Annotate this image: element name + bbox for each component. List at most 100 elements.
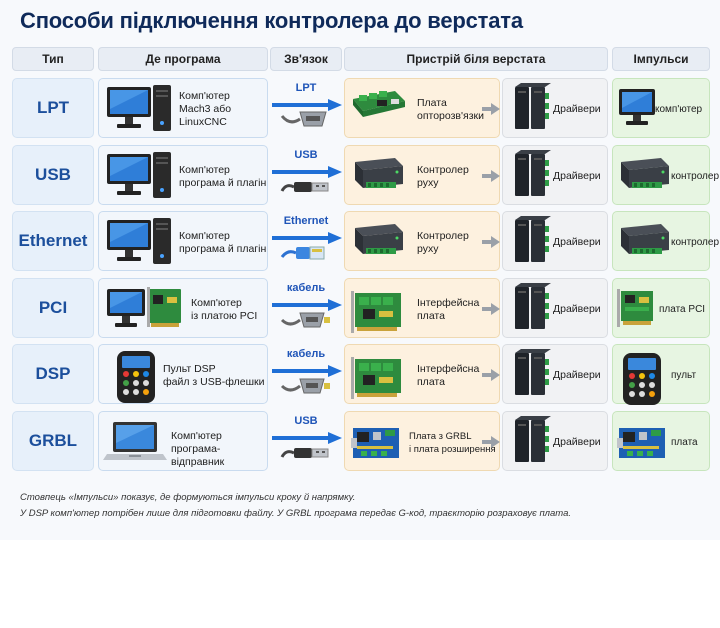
pulse-cell: пульт [612, 344, 710, 405]
driver-label: Драйвери [553, 236, 601, 248]
header-link: Зв'язок [270, 47, 342, 71]
next-arrow-icon [482, 169, 500, 182]
controller-box-icon [615, 152, 673, 201]
link-label: кабель [286, 281, 326, 294]
device-cell: Плата з GRBL і плата розширення [344, 410, 500, 471]
pc-pci-icon [105, 283, 185, 340]
program-label: Комп'ютер програма-відправник [171, 429, 225, 468]
driver-cell: Драйвери [502, 211, 608, 271]
device-label: Плата опторозв'язки [417, 97, 484, 122]
driver-icon [511, 83, 551, 140]
controller-box-icon [349, 218, 407, 267]
rj45-cable-icon [280, 241, 332, 268]
header-type: Тип [12, 47, 94, 71]
db-cable-icon [280, 308, 332, 337]
right-arrow-icon [272, 431, 342, 444]
link-cell: Ethernet [270, 211, 342, 271]
next-arrow-icon [482, 435, 500, 448]
pulse-label: контролер [671, 170, 720, 182]
program-cell: Комп'ютер Mach3 або LinuxCNC [98, 78, 268, 138]
program-label: Комп'ютер Mach3 або LinuxCNC [179, 90, 232, 128]
device-label: Плата з GRBL і плата розширення [409, 430, 496, 455]
page-title: Способи підключення контролера до верста… [20, 8, 523, 33]
link-label: USB [294, 148, 318, 161]
driver-cell: Драйвери [502, 144, 608, 207]
driver-icon [511, 149, 551, 207]
footnote-1: Стовпець «Імпульси» показує, де формують… [20, 492, 356, 503]
device-label: Контролер руху [417, 163, 469, 189]
link-label: кабель [286, 348, 326, 360]
device-cell: Інтерфейсна плата [344, 277, 500, 338]
device-label: Інтерфейсна плата [417, 296, 480, 322]
program-cell: Комп'ютер із платою PCI [98, 277, 268, 340]
link-label: USB [294, 414, 318, 427]
right-arrow-icon [272, 364, 342, 377]
device-label: Інтерфейсна плата [417, 363, 480, 388]
pulse-cell: контролер [612, 144, 719, 205]
interface-board-icon [349, 351, 407, 408]
header-device: Пристрій біля верстата [344, 47, 608, 71]
header-program: Де програма [98, 47, 268, 71]
driver-icon [511, 282, 551, 340]
pc-icon [105, 150, 173, 207]
next-arrow-icon [482, 302, 500, 315]
device-cell: Контролер руху [344, 211, 500, 271]
program-cell: Комп'ютер програма й плагін [98, 144, 268, 207]
laptop-icon [103, 416, 169, 471]
program-label: Комп'ютер програма й плагін [179, 163, 267, 189]
program-label: Пульт DSP файл з USB-флешки [163, 363, 265, 388]
driver-icon [511, 216, 551, 273]
pulse-cell: плата PCI [612, 277, 710, 338]
driver-label: Драйвери [553, 369, 601, 381]
row-type-label: PCI [12, 277, 94, 338]
driver-label: Драйвери [553, 435, 601, 448]
pci-card-icon [615, 285, 657, 336]
driver-cell: Драйвери [502, 78, 608, 138]
pulse-label: контролер [671, 237, 720, 248]
driver-cell: Драйвери [502, 410, 608, 471]
next-arrow-icon [482, 102, 500, 115]
footnote-2: У DSP комп'ютер потрібен лише для підгот… [20, 508, 572, 519]
grbl-board-icon [615, 418, 673, 471]
link-label: Ethernet [283, 215, 329, 227]
pulse-cell: плата [612, 410, 710, 471]
pulse-label: плата [671, 436, 698, 448]
table-row: GRBL Комп'ютер програма-відправник USB Плат… [0, 410, 720, 471]
grbl-board-icon [349, 418, 407, 471]
driver-label: Драйвери [553, 103, 601, 115]
program-cell: Пульт DSP файл з USB-флешки [98, 344, 268, 404]
program-cell: Комп'ютер програма й плагін [98, 211, 268, 271]
diagram-canvas: Способи підключення контролера до верста… [0, 8, 720, 519]
device-cell: Інтерфейсна плата [344, 344, 500, 404]
row-type-label: USB [12, 144, 94, 205]
device-cell: Плата опторозв'язки [344, 78, 500, 138]
program-label: Комп'ютер програма й плагін [179, 230, 267, 255]
pulse-label: плата PCI [659, 303, 706, 315]
right-arrow-icon [272, 298, 342, 311]
controller-box-icon [615, 218, 673, 267]
driver-cell: Драйвери [502, 277, 608, 340]
row-type-label: GRBL [12, 410, 94, 471]
right-arrow-icon [272, 231, 342, 244]
link-cell: кабель [270, 278, 342, 338]
usb-cable-icon [280, 175, 332, 202]
link-cell: кабель [270, 344, 342, 404]
link-cell: LPT [270, 78, 342, 138]
db-cable-icon [280, 374, 332, 403]
pulse-cell: контролер [612, 211, 719, 271]
pulse-cell: комп'ютер [612, 78, 710, 138]
row-type-label: DSP [12, 344, 94, 404]
monitor-icon [617, 85, 657, 134]
header-pulses: Імпульси [612, 47, 710, 71]
controller-box-icon [349, 152, 407, 201]
right-arrow-icon [272, 165, 342, 178]
next-arrow-icon [482, 368, 500, 381]
driver-icon [511, 349, 551, 406]
device-cell: Контролер руху [344, 144, 500, 205]
driver-label: Драйвери [553, 302, 601, 315]
link-cell: USB [270, 145, 342, 205]
link-label: LPT [295, 82, 317, 94]
link-cell: USB [270, 411, 342, 471]
